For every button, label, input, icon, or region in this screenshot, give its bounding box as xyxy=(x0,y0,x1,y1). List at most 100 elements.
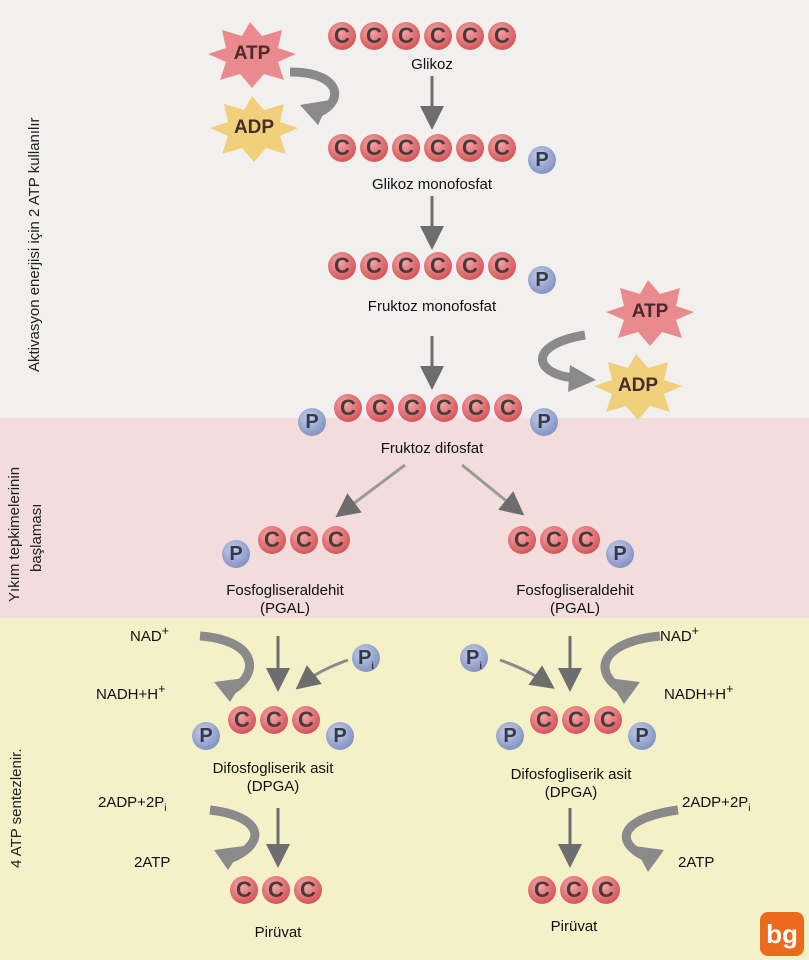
adp-label-2: ADP xyxy=(617,375,659,396)
carbon-bead: C xyxy=(456,252,484,280)
carbon-bead: C xyxy=(262,876,290,904)
breakdown-region xyxy=(0,418,809,618)
carbon-bead: C xyxy=(430,394,458,422)
nad-charge: + xyxy=(161,624,169,638)
adp-pi-left: 2ADP+2Pi xyxy=(98,794,167,814)
carbon-bead: C xyxy=(398,394,426,422)
adp-pi-sub: i xyxy=(164,803,167,814)
carbon-bead: C xyxy=(508,526,536,554)
pi-letter: P xyxy=(465,647,480,669)
arrow-pi-right xyxy=(499,658,555,689)
carbon-bead: C xyxy=(572,526,600,554)
carbon-bead: C xyxy=(462,394,490,422)
carbon-bead: C xyxy=(540,526,568,554)
carbon-bead: C xyxy=(424,22,452,50)
carbon-bead: C xyxy=(494,394,522,422)
carbon-bead: C xyxy=(260,706,288,734)
pgal-right-abbr: (PGAL) xyxy=(549,600,600,617)
nad-text: NAD xyxy=(130,628,162,645)
pgal-left-label: Fosfogliseraldehit xyxy=(226,582,344,599)
carbon-bead: C xyxy=(424,134,452,162)
carbon-bead: C xyxy=(392,134,420,162)
pgal-left-abbr: (PGAL) xyxy=(259,600,310,617)
pi-sub: i xyxy=(479,661,483,672)
carbon-bead: C xyxy=(292,706,320,734)
phosphate-bead: P xyxy=(192,722,220,750)
pyruvate-left-label: Pirüvat xyxy=(254,924,302,941)
carbon-bead: C xyxy=(488,252,516,280)
carbon-bead: C xyxy=(560,876,588,904)
phosphate-bead: P xyxy=(528,266,556,294)
dpga-right-abbr: (DPGA) xyxy=(544,784,598,801)
carbon-bead: C xyxy=(328,22,356,50)
phosphate-bead: P xyxy=(606,540,634,568)
carbon-bead: C xyxy=(360,252,388,280)
dpga-right-label: Difosfogliserik asit xyxy=(510,766,632,783)
carbon-bead: C xyxy=(594,706,622,734)
phosphate-bead: P xyxy=(326,722,354,750)
pi-letter: P xyxy=(357,647,372,669)
adp-star-2 xyxy=(594,354,682,420)
carbon-bead: C xyxy=(322,526,350,554)
glucose-monophosphate-label: Glikoz monofosfat xyxy=(371,176,493,193)
bg-logo: bg xyxy=(760,912,804,956)
curve-adp-left xyxy=(209,805,260,863)
carbon-bead: C xyxy=(360,134,388,162)
adp-label-1: ADP xyxy=(233,117,275,138)
phosphate-bead: P xyxy=(222,540,250,568)
carbon-bead: C xyxy=(392,252,420,280)
carbon-bead: C xyxy=(530,706,558,734)
arrow-pi-left xyxy=(295,658,349,690)
nadh-text: NADH+H xyxy=(664,686,727,703)
carbon-bead: C xyxy=(456,22,484,50)
adp-pi-text: 2ADP+2P xyxy=(682,794,749,811)
carbon-bead: C xyxy=(228,706,256,734)
phosphate-bead: P xyxy=(496,722,524,750)
carbon-bead: C xyxy=(392,22,420,50)
phosphate-bead: P xyxy=(528,146,556,174)
curve-atp-2 xyxy=(538,330,586,383)
atp-star-2 xyxy=(606,280,694,346)
fructose-diphosphate-label: Fruktoz difosfat xyxy=(380,440,484,457)
carbon-bead: C xyxy=(488,22,516,50)
nad-charge: + xyxy=(691,624,699,638)
nadh-left: NADH+H+ xyxy=(96,682,165,703)
carbon-bead: C xyxy=(366,394,394,422)
synthesis-region xyxy=(0,618,809,960)
nadh-charge: + xyxy=(158,682,166,696)
two-atp-right: 2ATP xyxy=(678,854,715,871)
carbon-bead: C xyxy=(488,134,516,162)
inorganic-phosphate-right: Pi xyxy=(460,644,488,672)
carbon-bead: C xyxy=(258,526,286,554)
dpga-left-label: Difosfogliserik asit xyxy=(212,760,334,777)
nad-right: NAD+ xyxy=(660,624,699,645)
pyruvate-right-label: Pirüvat xyxy=(550,918,598,935)
pi-sub: i xyxy=(371,661,375,672)
carbon-bead: C xyxy=(328,134,356,162)
inorganic-phosphate-left: Pi xyxy=(352,644,380,672)
carbon-bead: C xyxy=(592,876,620,904)
arrow-split-right xyxy=(461,463,525,516)
pgal-right-label: Fosfogliseraldehit xyxy=(516,582,634,599)
carbon-bead: C xyxy=(230,876,258,904)
fructose-monophosphate-label: Fruktoz monofosfat xyxy=(367,298,497,315)
carbon-bead: C xyxy=(456,134,484,162)
carbon-bead: C xyxy=(562,706,590,734)
glucose-label: Glikoz xyxy=(411,56,453,73)
carbon-bead: C xyxy=(528,876,556,904)
carbon-bead: C xyxy=(334,394,362,422)
phosphate-bead: P xyxy=(628,722,656,750)
carbon-bead: C xyxy=(424,252,452,280)
atp-label-2: ATP xyxy=(631,301,669,322)
curve-atp-1 xyxy=(289,67,340,117)
phosphate-bead: P xyxy=(298,408,326,436)
carbon-bead: C xyxy=(360,22,388,50)
carbon-bead: C xyxy=(294,876,322,904)
two-atp-left: 2ATP xyxy=(134,854,171,871)
nadh-charge: + xyxy=(726,682,734,696)
nad-left: NAD+ xyxy=(130,624,169,645)
nad-text: NAD xyxy=(660,628,692,645)
adp-star-1 xyxy=(210,96,298,162)
atp-label-1: ATP xyxy=(233,43,271,64)
